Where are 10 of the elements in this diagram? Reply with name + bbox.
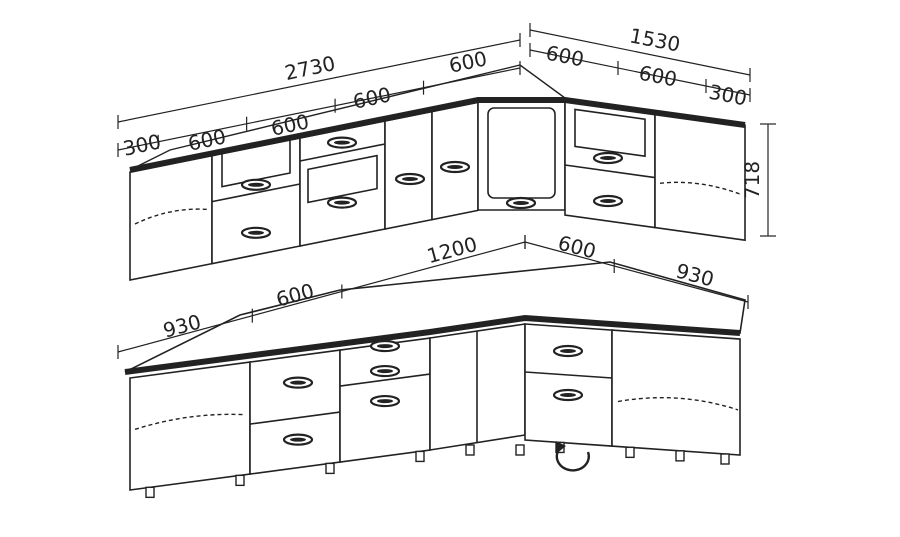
dimension-label: 930 <box>160 311 204 341</box>
dimension-label: 600 <box>544 42 586 70</box>
dimension-label: 600 <box>269 111 311 139</box>
dimension-label: 930 <box>674 260 716 290</box>
dimension-label: 1530 <box>628 25 682 55</box>
dimension-label: 1200 <box>424 234 480 266</box>
dimension-label: 600 <box>447 48 489 76</box>
dimension-label: 2730 <box>283 52 337 84</box>
dimension-label: 300 <box>707 82 749 108</box>
dimension-label: 600 <box>556 232 598 262</box>
